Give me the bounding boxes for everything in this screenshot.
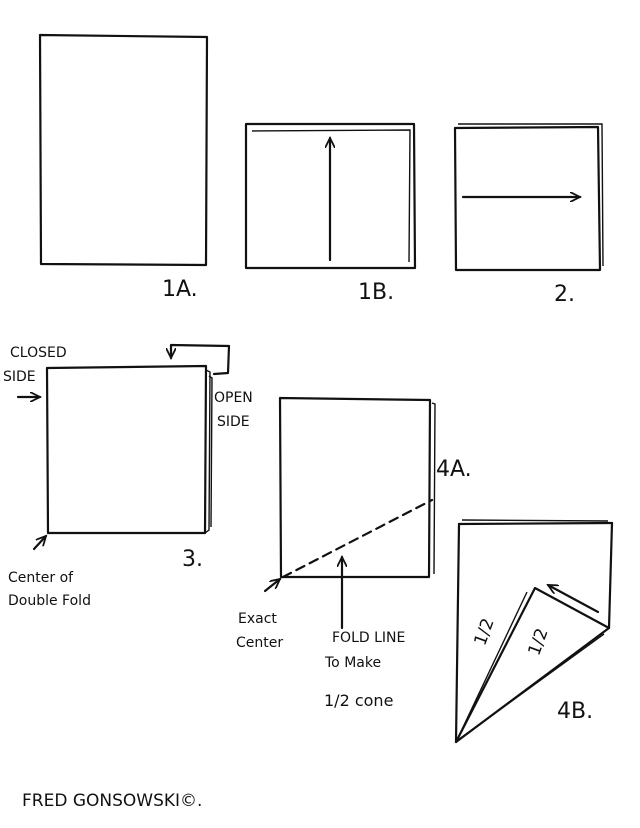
step-1a-sheet bbox=[38, 33, 209, 267]
open-flip-arrow bbox=[171, 343, 231, 376]
fold-over-arrow bbox=[548, 583, 600, 614]
fold-label-1: FOLD LINE bbox=[332, 630, 405, 646]
center-fold-arrow bbox=[32, 536, 46, 551]
closed-label-2: SIDE bbox=[3, 369, 36, 385]
open-label-2: SIDE bbox=[217, 414, 250, 430]
step-1a-label: 1A. bbox=[162, 277, 198, 302]
step-3-label: 3. bbox=[182, 547, 203, 572]
step-4b-cone bbox=[454, 519, 614, 744]
half-label-a: 1/2 bbox=[471, 616, 499, 649]
fold-line bbox=[281, 498, 434, 579]
step-4b-label: 4B. bbox=[557, 699, 593, 724]
fold-label-3: 1/2 cone bbox=[324, 691, 393, 710]
step-1b-sheet bbox=[244, 122, 417, 270]
center-label-2: Double Fold bbox=[8, 593, 91, 609]
step-2-label: 2. bbox=[554, 282, 575, 307]
exact-label-1: Exact bbox=[238, 611, 277, 627]
author-signature: FRED GONSOWSKI©. bbox=[22, 791, 202, 811]
step-4a-label: 4A. bbox=[436, 457, 472, 482]
step-2-sheet bbox=[453, 123, 604, 272]
step-4a-sheet bbox=[263, 396, 436, 630]
closed-label-1: CLOSED bbox=[10, 345, 67, 361]
open-label-1: OPEN bbox=[214, 390, 253, 406]
half-label-b: 1/2 bbox=[525, 626, 553, 659]
exact-label-2: Center bbox=[236, 635, 283, 651]
fold-label-2: To Make bbox=[324, 655, 381, 671]
step-1b-label: 1B. bbox=[358, 280, 394, 305]
exact-center-arrow bbox=[263, 579, 280, 593]
step-3-sheet bbox=[16, 343, 231, 551]
center-label-1: Center of bbox=[8, 570, 74, 586]
